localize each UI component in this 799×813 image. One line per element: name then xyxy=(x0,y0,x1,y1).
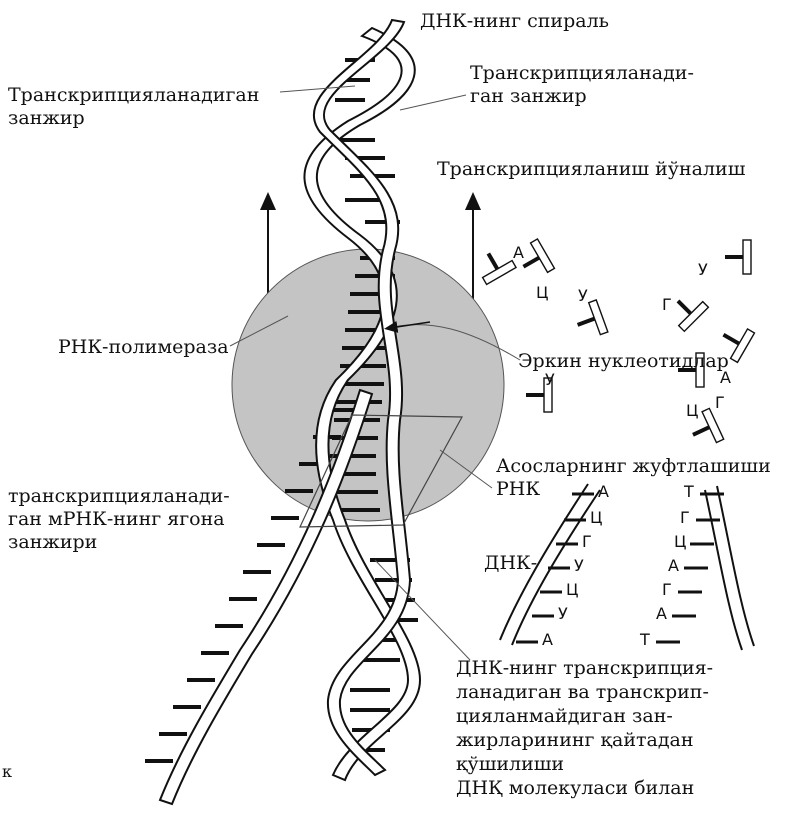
rna-polymerase-label: РНК-полимераза xyxy=(58,336,229,359)
base-pairing-inset xyxy=(500,484,754,650)
free-nucleotides xyxy=(474,239,755,450)
template-strand-right-label: Транскрипцияланади- ган занжир xyxy=(470,62,694,108)
inset-right-letter: А xyxy=(656,606,667,622)
inset-right-letter: Ц xyxy=(674,534,686,550)
free-nucleotides-label: Эркин нуклеотидлар xyxy=(518,350,729,373)
inset-left-letter: Ц xyxy=(566,582,578,598)
inset-right-letter: Т xyxy=(640,632,650,648)
transcription-direction-label: Транскрипцияланиш йўналиш xyxy=(437,158,745,181)
free-nucleotide-letter: Г xyxy=(662,297,672,313)
inset-left-letter: У xyxy=(574,558,584,574)
free-nucleotide xyxy=(572,300,608,341)
free-nucleotide-letter: У xyxy=(698,262,708,278)
inset-left-letter: А xyxy=(542,632,553,648)
free-nucleotide-letter: У xyxy=(578,288,588,304)
base-pairing-label: Асосларнинг жуфтлашиши РНК xyxy=(496,455,771,501)
inset-right-letter: Г xyxy=(680,510,690,526)
free-nucleotide-letter: У xyxy=(545,372,555,388)
free-nucleotide-letter: Ц xyxy=(536,285,548,301)
free-nucleotide xyxy=(666,289,708,331)
free-nucleotide xyxy=(725,240,751,274)
inset-left-letter: Ц xyxy=(590,510,602,526)
inset-left-letter: У xyxy=(558,606,568,622)
mrna-single-strand-label: транскрипцияланади- ган мРНК-нинг ягона … xyxy=(8,485,230,554)
strand-rejoining-label: ДНК-нинг транскрипция- ланадиган ва тран… xyxy=(456,656,713,800)
dna-short-label: ДНК- xyxy=(484,552,537,575)
free-nucleotide-letter: Г xyxy=(715,395,725,411)
free-nucleotide-letter: А xyxy=(513,245,524,261)
inset-right-letter: А xyxy=(668,558,679,574)
free-nucleotide-letter: Ц xyxy=(686,403,698,419)
inset-rungs xyxy=(516,494,724,642)
free-nucleotide xyxy=(474,245,516,285)
margin-mark: к xyxy=(2,760,12,783)
dna-helix-label: ДНК-нинг спираль xyxy=(420,10,609,33)
inset-left-letter: Г xyxy=(582,534,592,550)
template-strand-left-label: Транскрипцияланадиган занжир xyxy=(8,84,259,130)
inset-right-letter: Г xyxy=(662,582,672,598)
